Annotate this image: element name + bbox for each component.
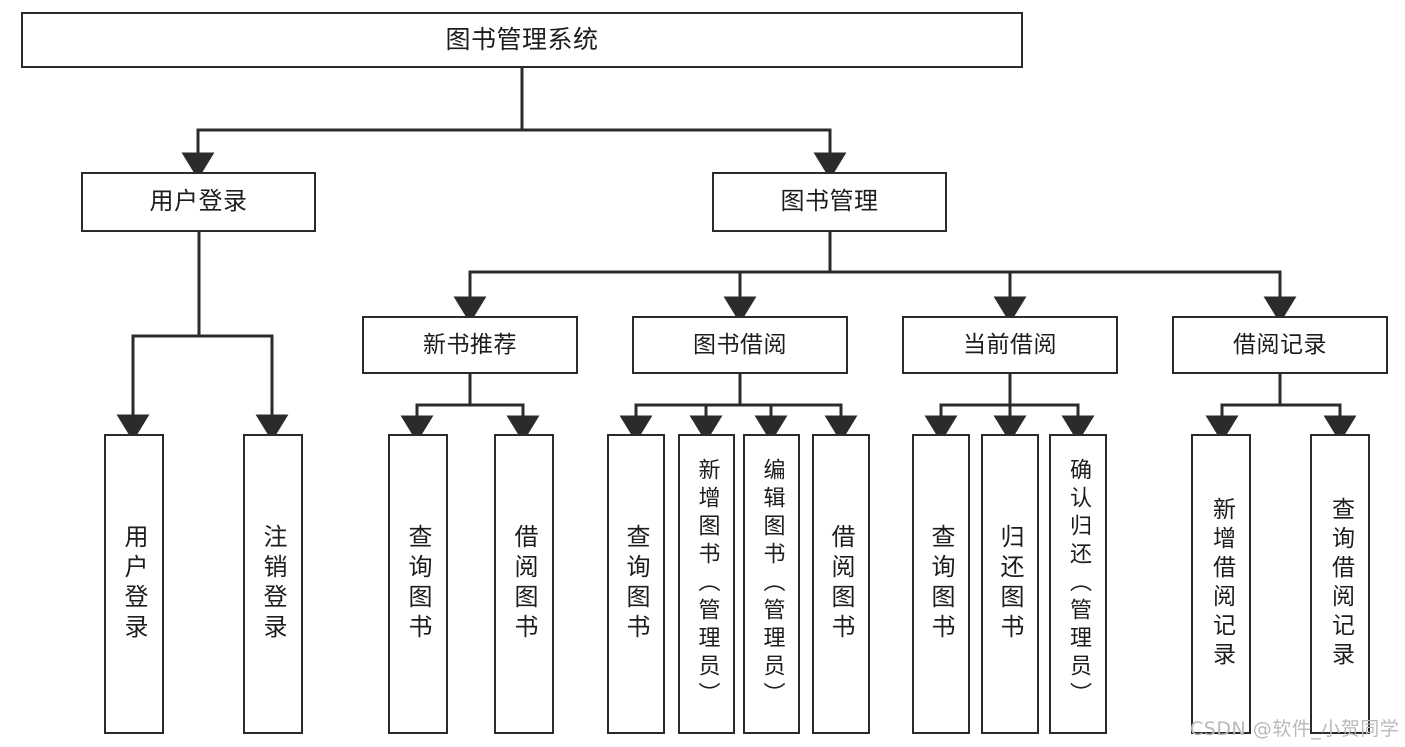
leaf-logout[interactable]: 注销登录 <box>243 434 303 734</box>
node-label: 编辑图书（管理员） <box>759 458 785 710</box>
node-label: 借阅记录 <box>1233 331 1327 358</box>
node-label: 新增借阅记录 <box>1208 497 1235 671</box>
watermark-text: CSDN @软件_小贺同学 <box>1190 718 1400 740</box>
node-label: 新书推荐 <box>423 331 517 358</box>
node-book-management[interactable]: 图书管理 <box>712 172 947 232</box>
leaf-query-borrow-record[interactable]: 查询借阅记录 <box>1310 434 1370 734</box>
node-label: 查询图书 <box>927 524 955 644</box>
leaf-borrow-book-recommend[interactable]: 借阅图书 <box>494 434 554 734</box>
leaf-query-book-borrow[interactable]: 查询图书 <box>607 434 665 734</box>
node-label: 归还图书 <box>996 524 1024 644</box>
node-label: 图书管理系统 <box>445 24 599 54</box>
leaf-edit-book-admin[interactable]: 编辑图书（管理员） <box>743 434 800 734</box>
node-book-borrow[interactable]: 图书借阅 <box>632 316 848 374</box>
node-label: 借阅图书 <box>827 524 855 644</box>
node-user-login[interactable]: 用户登录 <box>81 172 316 232</box>
node-label: 用户登录 <box>149 187 248 216</box>
node-new-book-recommend[interactable]: 新书推荐 <box>362 316 578 374</box>
leaf-confirm-return-admin[interactable]: 确认归还（管理员） <box>1049 434 1107 734</box>
leaf-return-book[interactable]: 归还图书 <box>981 434 1039 734</box>
node-label: 查询图书 <box>622 524 650 644</box>
node-label: 用户登录 <box>120 524 148 644</box>
node-label: 当前借阅 <box>963 331 1057 358</box>
node-borrow-record[interactable]: 借阅记录 <box>1172 316 1388 374</box>
node-label: 注销登录 <box>259 524 287 644</box>
node-label: 图书借阅 <box>693 331 787 358</box>
leaf-user-login[interactable]: 用户登录 <box>104 434 164 734</box>
node-label: 查询图书 <box>404 524 432 644</box>
leaf-query-book-recommend[interactable]: 查询图书 <box>388 434 448 734</box>
node-label: 查询借阅记录 <box>1327 497 1354 671</box>
leaf-add-book-admin[interactable]: 新增图书（管理员） <box>678 434 735 734</box>
node-label: 借阅图书 <box>510 524 538 644</box>
node-label: 图书管理 <box>780 187 879 216</box>
leaf-borrow-book[interactable]: 借阅图书 <box>812 434 870 734</box>
node-root-system[interactable]: 图书管理系统 <box>21 12 1023 68</box>
node-label: 确认归还（管理员） <box>1066 458 1091 710</box>
node-current-borrow[interactable]: 当前借阅 <box>902 316 1118 374</box>
leaf-add-borrow-record[interactable]: 新增借阅记录 <box>1191 434 1251 734</box>
leaf-query-book-current[interactable]: 查询图书 <box>912 434 970 734</box>
node-label: 新增图书（管理员） <box>694 458 720 710</box>
